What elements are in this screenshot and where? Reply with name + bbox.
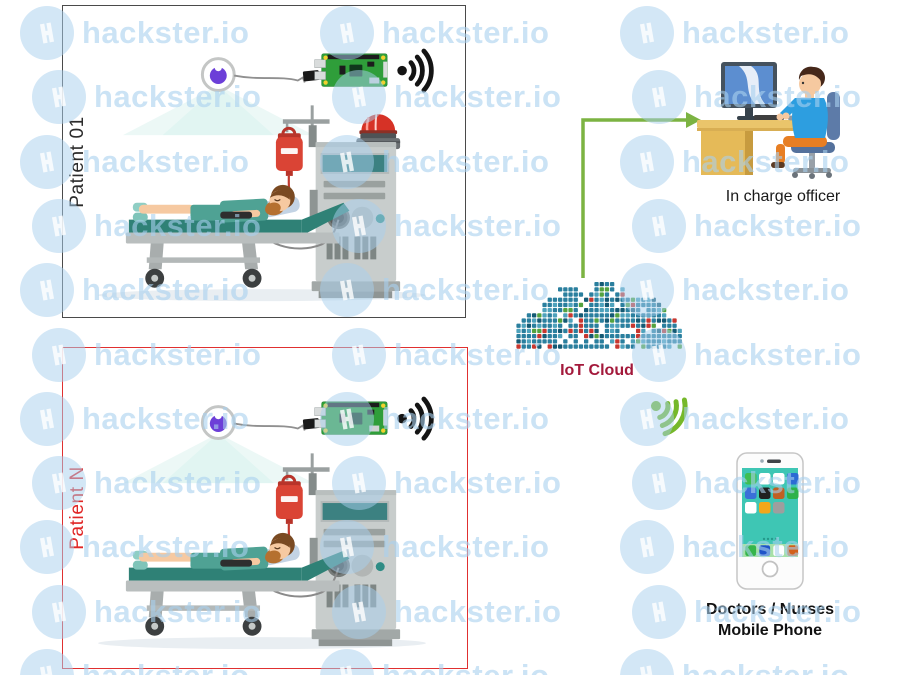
- patient-figure: [132, 532, 295, 571]
- officer-figure: [770, 66, 828, 168]
- phone-label-line1: Doctors / Nurses: [705, 601, 835, 618]
- iot-cloud-group: IoT Cloud: [498, 276, 696, 380]
- watermark-text: hackster.io: [682, 15, 850, 50]
- officer-group: In charge officer: [688, 58, 878, 206]
- hackster-logo-icon: [620, 134, 674, 189]
- wifi-signal-icon: [397, 396, 434, 441]
- hackster-logo-icon: [632, 198, 686, 253]
- camera-sensor-icon: [200, 57, 236, 92]
- watermark-text: hackster.io: [694, 336, 862, 372]
- iot-cloud-icon: [515, 282, 682, 349]
- patient-figure: [132, 184, 295, 223]
- phone-label-line2: Mobile Phone: [718, 622, 822, 639]
- hackster-logo-icon: [620, 520, 674, 575]
- patient-01-box: Patient 01: [62, 5, 466, 318]
- iot-cloud-label: IoT Cloud: [560, 362, 634, 379]
- watermark-text: hackster.io: [682, 272, 850, 308]
- patient-n-scene: [98, 396, 434, 650]
- wifi-signal-icon: [397, 48, 434, 93]
- hackster-logo-icon: [632, 70, 686, 125]
- desk: [696, 120, 809, 175]
- patient-bed-icon: [125, 532, 350, 636]
- keyboard: [753, 115, 784, 120]
- watermark-text: hackster.io: [682, 659, 849, 675]
- hackster-logo-icon: [620, 649, 674, 675]
- camera-sensor-icon: [200, 405, 236, 440]
- patient-bed-icon: [125, 184, 350, 288]
- iv-drip-bag-icon: [275, 105, 330, 199]
- iv-drip-bag-icon: [275, 453, 330, 547]
- patient-01-scene: [98, 48, 434, 302]
- ceiling-beam: [122, 433, 314, 484]
- wifi-signal-green-icon: [651, 397, 688, 437]
- raspberry-pi-board-icon: [314, 53, 388, 87]
- smartphone-icon: [736, 452, 804, 590]
- officer-at-computer-icon: [696, 62, 840, 179]
- hackster-logo-icon: [632, 584, 686, 639]
- ceiling-beam: [122, 85, 314, 136]
- phone-group: Doctors / Nurses Mobile Phone: [700, 452, 840, 641]
- sensor-cable: [234, 422, 306, 431]
- hackster-logo-icon: [620, 6, 674, 60]
- sensor-cable: [234, 74, 306, 83]
- patient-n-box: Patient N: [62, 347, 468, 669]
- raspberry-pi-board-icon: [314, 401, 388, 435]
- watermark-text: hackster.io: [694, 207, 862, 243]
- officer-label: In charge officer: [725, 188, 841, 205]
- monitor: [720, 62, 777, 120]
- hackster-logo-icon: [632, 456, 686, 511]
